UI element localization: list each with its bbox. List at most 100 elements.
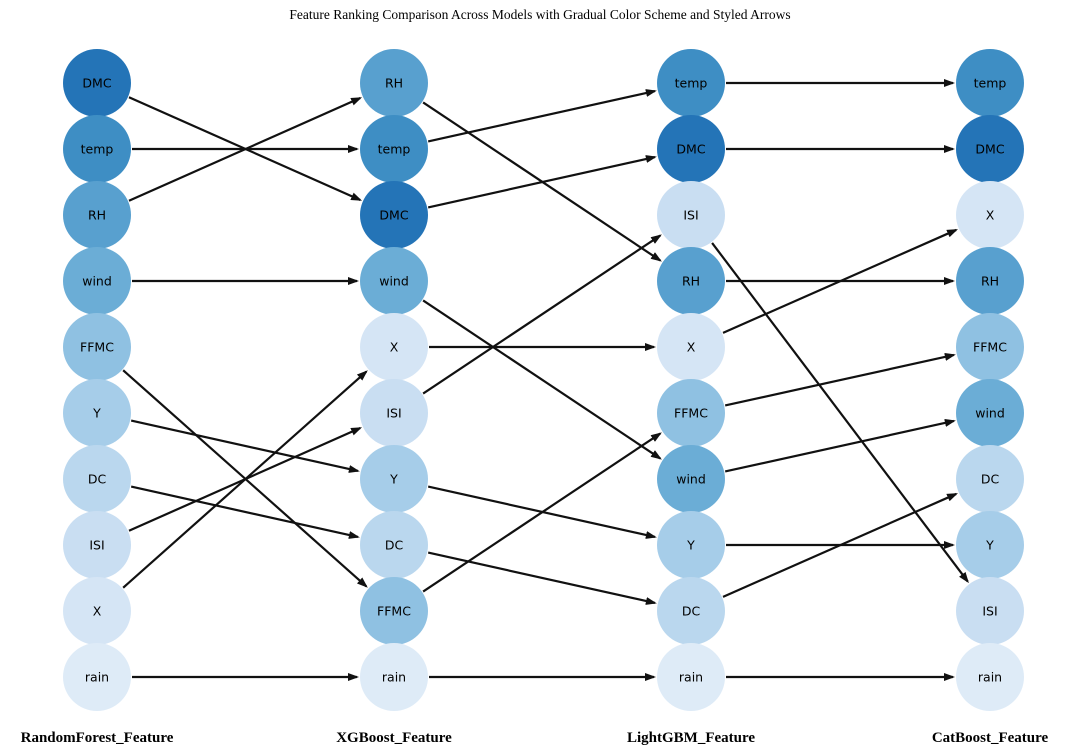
rank-arrows-layer [122, 79, 969, 681]
feature-node-label-DC: DC [88, 472, 107, 487]
rank-arrow-X-LightGBM_Feature-to-CatBoost_Feature [722, 228, 958, 334]
feature-node-label-rain: rain [978, 670, 1002, 685]
feature-node-LightGBM_Feature-ISI [657, 181, 725, 249]
feature-node-RandomForest_Feature-RH [63, 181, 131, 249]
feature-node-label-rain: rain [382, 670, 406, 685]
feature-node-label-wind: wind [676, 472, 706, 487]
feature-node-label-DMC: DMC [82, 76, 111, 91]
feature-node-RandomForest_Feature-X [63, 577, 131, 645]
feature-node-label-temp: temp [378, 142, 411, 157]
feature-node-label-X: X [986, 208, 995, 223]
feature-node-label-RH: RH [981, 274, 999, 289]
feature-node-CatBoost_Feature-rain [956, 643, 1024, 711]
rank-arrow-DC-LightGBM_Feature-to-CatBoost_Feature [722, 492, 958, 598]
feature-node-label-wind: wind [82, 274, 112, 289]
feature-node-label-temp: temp [974, 76, 1007, 91]
rank-arrow-FFMC-XGBoost_Feature-to-LightGBM_Feature [422, 432, 662, 593]
feature-node-LightGBM_Feature-DC [657, 577, 725, 645]
model-label-catboost: CatBoost_Feature [931, 730, 1049, 746]
feature-node-XGBoost_Feature-rain [360, 643, 428, 711]
feature-node-label-wind: wind [975, 406, 1005, 421]
feature-node-XGBoost_Feature-X [360, 313, 428, 381]
feature-node-CatBoost_Feature-FFMC [956, 313, 1024, 381]
feature-node-label-RH: RH [88, 208, 106, 223]
feature-node-label-X: X [93, 604, 102, 619]
feature-node-RandomForest_Feature-FFMC [63, 313, 131, 381]
rank-arrow-DC-RandomForest_Feature-to-XGBoost_Feature [130, 485, 360, 539]
feature-node-label-Y: Y [389, 472, 398, 487]
feature-node-LightGBM_Feature-DMC [657, 115, 725, 183]
feature-node-label-temp: temp [675, 76, 708, 91]
feature-node-XGBoost_Feature-wind [360, 247, 428, 315]
chart-title: Feature Ranking Comparison Across Models… [289, 7, 791, 22]
feature-node-label-Y: Y [92, 406, 101, 421]
feature-node-label-RH: RH [682, 274, 700, 289]
feature-node-CatBoost_Feature-DMC [956, 115, 1024, 183]
feature-node-label-ISI: ISI [386, 406, 401, 421]
feature-node-LightGBM_Feature-wind [657, 445, 725, 513]
feature-node-CatBoost_Feature-wind [956, 379, 1024, 447]
feature-node-label-DC: DC [981, 472, 1000, 487]
feature-node-label-DMC: DMC [379, 208, 408, 223]
feature-node-label-FFMC: FFMC [674, 406, 708, 421]
feature-node-LightGBM_Feature-X [657, 313, 725, 381]
rank-arrow-X-RandomForest_Feature-to-XGBoost_Feature [122, 370, 368, 589]
feature-node-label-rain: rain [85, 670, 109, 685]
feature-node-LightGBM_Feature-temp [657, 49, 725, 117]
feature-node-RandomForest_Feature-DMC [63, 49, 131, 117]
feature-node-label-DC: DC [682, 604, 701, 619]
feature-node-label-X: X [687, 340, 696, 355]
feature-node-XGBoost_Feature-RH [360, 49, 428, 117]
feature-node-label-DMC: DMC [676, 142, 705, 157]
feature-node-label-ISI: ISI [982, 604, 997, 619]
feature-node-CatBoost_Feature-DC [956, 445, 1024, 513]
rank-arrow-ISI-XGBoost_Feature-to-LightGBM_Feature [422, 234, 662, 395]
feature-node-CatBoost_Feature-temp [956, 49, 1024, 117]
feature-node-XGBoost_Feature-DC [360, 511, 428, 579]
rank-arrow-wind-LightGBM_Feature-to-CatBoost_Feature [724, 419, 956, 473]
rank-arrow-temp-XGBoost_Feature-to-LightGBM_Feature [427, 89, 657, 143]
rank-arrow-wind-XGBoost_Feature-to-LightGBM_Feature [422, 299, 662, 460]
feature-node-XGBoost_Feature-ISI [360, 379, 428, 447]
rank-arrow-RH-RandomForest_Feature-to-XGBoost_Feature [128, 97, 363, 202]
feature-node-label-ISI: ISI [89, 538, 104, 553]
rank-arrow-DMC-XGBoost_Feature-to-LightGBM_Feature [427, 155, 657, 209]
rank-arrow-DC-XGBoost_Feature-to-LightGBM_Feature [427, 551, 657, 605]
feature-node-RandomForest_Feature-wind [63, 247, 131, 315]
feature-node-XGBoost_Feature-temp [360, 115, 428, 183]
model-label-randomforest: RandomForest_Feature [20, 730, 174, 746]
feature-node-RandomForest_Feature-DC [63, 445, 131, 513]
feature-node-label-FFMC: FFMC [973, 340, 1007, 355]
feature-node-LightGBM_Feature-Y [657, 511, 725, 579]
model-label-lightgbm: LightGBM_Feature [626, 730, 756, 746]
feature-node-XGBoost_Feature-FFMC [360, 577, 428, 645]
feature-node-label-X: X [390, 340, 399, 355]
model-label-xgboost: XGBoost_Feature [336, 730, 452, 746]
feature-node-CatBoost_Feature-ISI [956, 577, 1024, 645]
feature-node-RandomForest_Feature-Y [63, 379, 131, 447]
feature-node-label-wind: wind [379, 274, 409, 289]
feature-node-RandomForest_Feature-ISI [63, 511, 131, 579]
feature-node-CatBoost_Feature-X [956, 181, 1024, 249]
feature-node-label-RH: RH [385, 76, 403, 91]
rank-arrow-ISI-LightGBM_Feature-to-CatBoost_Feature [711, 242, 969, 584]
feature-node-XGBoost_Feature-Y [360, 445, 428, 513]
feature-node-label-FFMC: FFMC [80, 340, 114, 355]
feature-node-label-DC: DC [385, 538, 404, 553]
feature-node-CatBoost_Feature-RH [956, 247, 1024, 315]
feature-node-LightGBM_Feature-rain [657, 643, 725, 711]
feature-node-label-Y: Y [985, 538, 994, 553]
feature-node-label-DMC: DMC [975, 142, 1004, 157]
feature-node-label-temp: temp [81, 142, 114, 157]
feature-node-label-FFMC: FFMC [377, 604, 411, 619]
feature-node-LightGBM_Feature-FFMC [657, 379, 725, 447]
rank-arrow-FFMC-LightGBM_Feature-to-CatBoost_Feature [724, 353, 956, 407]
feature-node-XGBoost_Feature-DMC [360, 181, 428, 249]
rank-arrow-Y-RandomForest_Feature-to-XGBoost_Feature [130, 419, 360, 473]
feature-node-label-Y: Y [686, 538, 695, 553]
feature-node-RandomForest_Feature-temp [63, 115, 131, 183]
feature-node-RandomForest_Feature-rain [63, 643, 131, 711]
feature-node-label-rain: rain [679, 670, 703, 685]
